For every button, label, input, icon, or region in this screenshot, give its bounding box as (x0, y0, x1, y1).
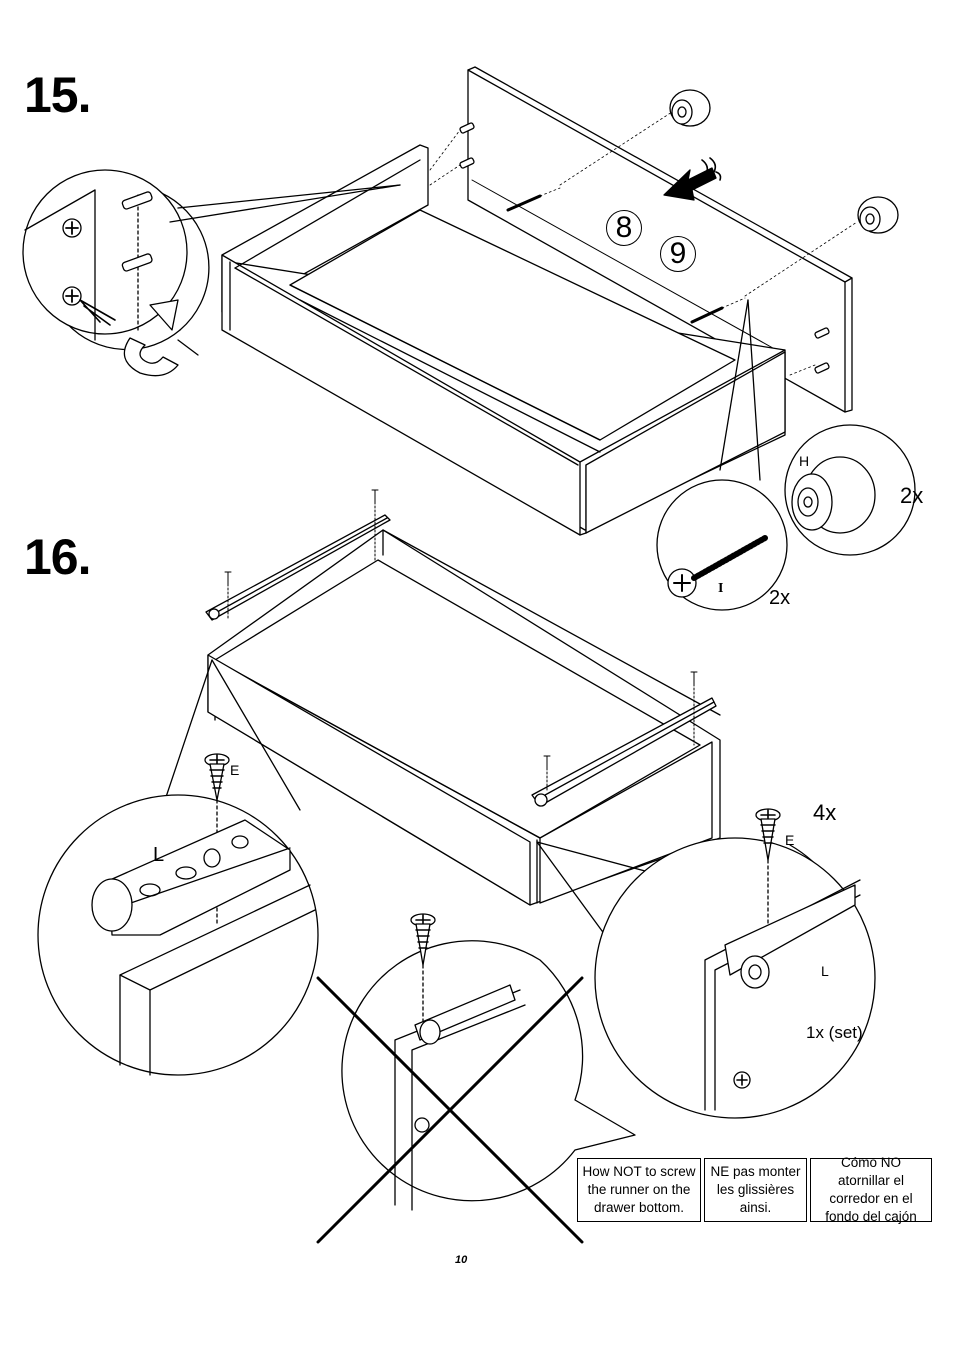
detail-circle-right-runner (536, 808, 876, 1119)
screw-e-right-label: E (785, 832, 795, 848)
detail-circle-screw (656, 299, 916, 611)
runner-l-right-label: L (821, 963, 829, 979)
front-panel (467, 66, 853, 413)
detail-circle-dowel (22, 169, 401, 377)
part-number-9: 9 (660, 236, 696, 272)
drawer-box-15 (221, 144, 786, 536)
runner-l-left-label: L (153, 844, 165, 866)
step-15-number: 15. (24, 67, 92, 123)
drawer-box-16 (207, 529, 721, 906)
detail-circle-left-runner (37, 659, 319, 1076)
warning-note-en: How NOT to screw the runner on the drawe… (577, 1158, 701, 1222)
runner-right (531, 697, 717, 807)
warning-note-en-text: How NOT to screw the runner on the drawe… (582, 1164, 696, 1215)
knob-bottom (744, 196, 899, 297)
knob-part-label: H (799, 453, 810, 469)
knob-qty-label: 2x (900, 483, 924, 508)
runner-qty-right-label: 4x (813, 800, 837, 825)
warning-note-fr-text: NE pas monter les glissières ainsi. (710, 1164, 801, 1215)
screw-qty-label: 2x (769, 587, 791, 609)
set-qty-label: 1x (set) (806, 1023, 863, 1042)
detail-circle-wrong (316, 913, 636, 1244)
knob-top (559, 89, 711, 186)
screw-part-label: I (718, 581, 724, 596)
warning-note-fr: NE pas monter les glissières ainsi. (704, 1158, 807, 1222)
push-arrow (663, 157, 722, 201)
warning-note-es-text: Cómo NO atornillar el corredor en el fon… (825, 1155, 917, 1224)
step-16-number: 16. (24, 529, 92, 585)
part-number-8: 8 (606, 210, 642, 246)
screw-e-left-label: E (230, 762, 240, 778)
warning-note-es: Cómo NO atornillar el corredor en el fon… (810, 1155, 932, 1224)
small-screws-16 (224, 489, 698, 791)
dowels-15 (429, 122, 830, 376)
runner-top-left (205, 514, 391, 621)
page-number: 10 (455, 1254, 468, 1266)
